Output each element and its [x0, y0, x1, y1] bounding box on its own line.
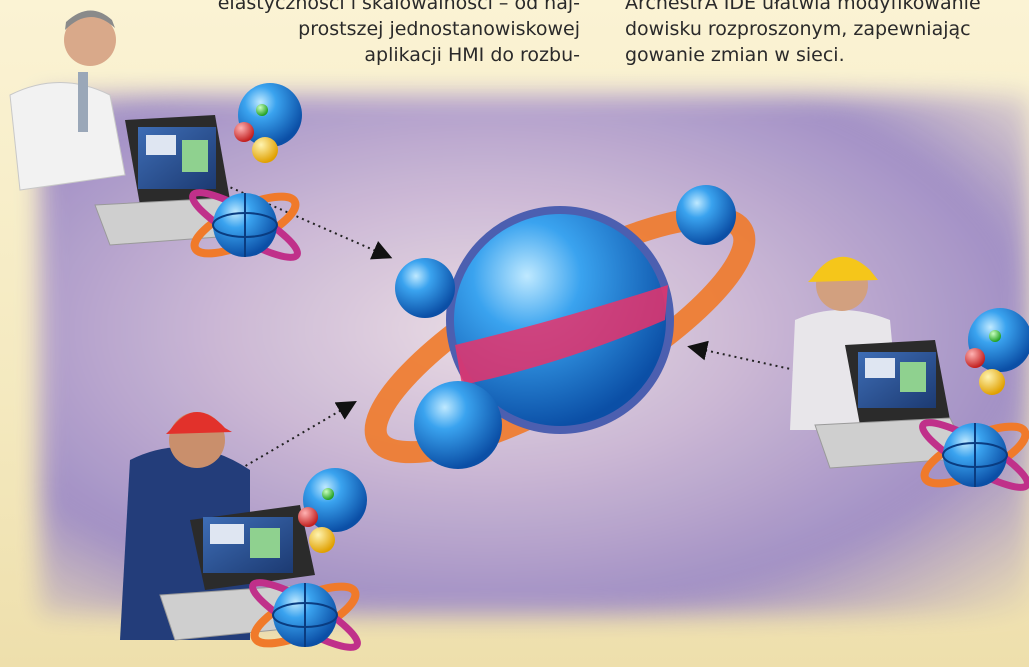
article-line: gowanie zmian w sieci.	[625, 44, 845, 66]
globe-icon	[189, 189, 301, 261]
article-line: ArchestrA IDE ułatwia modyfikowanie	[625, 0, 981, 14]
worker-laptop-icon	[120, 411, 326, 641]
article-line: aplikacji HMI do rozbu-	[364, 44, 580, 66]
molecule-icon	[965, 308, 1029, 395]
article-right-column: ArchestrA IDE ułatwia modyfikowanie dowi…	[625, 0, 1029, 68]
article-left-column: elastyczności i skalowalności – od naj- …	[140, 0, 580, 68]
engineer-laptop-icon	[9, 10, 246, 246]
arrow-icon	[229, 400, 357, 476]
globe-icon	[249, 579, 361, 651]
molecule-icon	[234, 83, 302, 163]
article-line: prostszej jednostanowiskowej	[298, 18, 580, 40]
article-line: elastyczności i skalowalności – od naj-	[217, 0, 580, 14]
archestra-sphere-icon	[364, 185, 756, 469]
operator-laptop-icon	[790, 256, 971, 469]
arrow-icon	[687, 340, 796, 371]
globe-icon	[919, 419, 1029, 491]
molecule-icon	[298, 468, 367, 553]
article-line: dowisku rozproszonym, zapewniając	[625, 18, 971, 40]
arrow-icon	[224, 184, 393, 260]
